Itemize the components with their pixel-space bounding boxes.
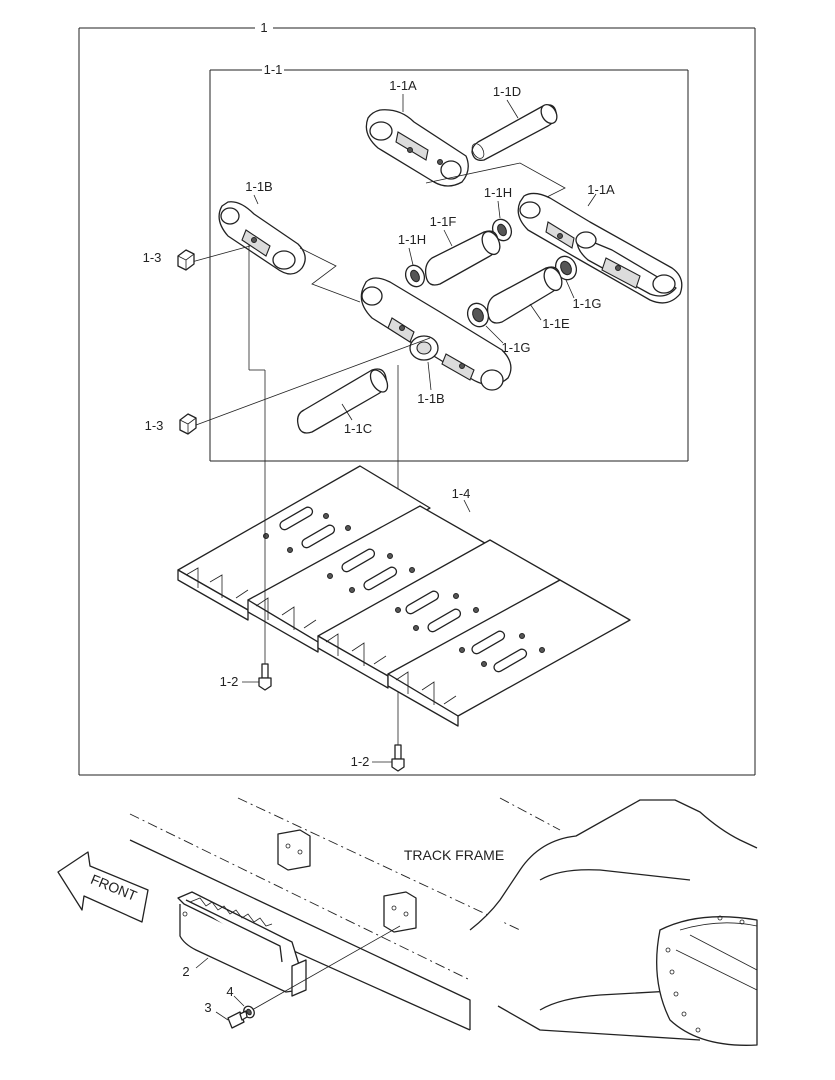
track-shoes-1-4 [177, 465, 631, 727]
link-assembly-frame [209, 69, 689, 462]
label-link-1-1a-right: 1-1A [587, 182, 615, 197]
label-pin-1-1d: 1-1D [493, 84, 521, 99]
bolt-3-washer-4 [227, 925, 401, 1029]
link-1-1b-bottom [360, 277, 512, 391]
nut-1-3-top [177, 249, 195, 271]
seal-1-1h-top [491, 218, 513, 242]
assembly-frame [78, 27, 756, 776]
label-link-1-1a-top: 1-1A [389, 78, 417, 93]
leader-lines-left [248, 245, 361, 371]
label-washer-4: 4 [226, 984, 233, 999]
label-leaders [195, 94, 597, 1021]
label-assembly: 1 [260, 20, 267, 35]
label-track-frame: TRACK FRAME [404, 847, 504, 863]
label-nut-1-3-bottom: 1-3 [145, 418, 164, 433]
label-bolt-3: 3 [204, 1000, 211, 1015]
bushing-1-1e [486, 266, 563, 324]
bolt-1-2-left [242, 370, 272, 691]
label-shoe-1-4: 1-4 [452, 486, 471, 501]
link-1-1a-top [365, 109, 469, 187]
label-link-1-1b-left: 1-1B [245, 179, 272, 194]
label-bolt-1-2-left: 1-2 [220, 674, 239, 689]
label-guard-2: 2 [182, 964, 189, 979]
label-link-assembly: 1-1 [264, 62, 283, 77]
label-bushing-1-1f: 1-1F [430, 214, 457, 229]
seal-1-1g-center [466, 302, 490, 328]
labels: 1 1-1 1-1A 1-1D 1-1B 1-1H 1-1A 1-1F 1-1H… [89, 20, 616, 1015]
link-1-1b-left [218, 201, 306, 275]
seal-1-1h-left [404, 264, 426, 288]
track-frame [129, 797, 758, 1046]
pin-1-1c [296, 368, 389, 434]
label-bolt-1-2-bottom: 1-2 [351, 754, 370, 769]
front-arrow [57, 851, 149, 923]
nut-1-3-bottom [179, 413, 197, 435]
label-nut-1-3-top: 1-3 [143, 250, 162, 265]
guard-2 [177, 891, 307, 997]
label-link-1-1b-bottom: 1-1B [417, 391, 444, 406]
link-1-1a-right [517, 192, 683, 304]
seal-1-1g-right [554, 255, 578, 281]
label-seal-1-1g-right: 1-1G [573, 296, 602, 311]
label-pin-1-1c: 1-1C [344, 421, 372, 436]
label-seal-1-1g-center: 1-1G [502, 340, 531, 355]
bushing-1-1f [424, 230, 501, 286]
label-bushing-1-1e: 1-1E [542, 316, 570, 331]
bolt-1-2-bottom [372, 744, 405, 772]
label-seal-1-1h-left: 1-1H [398, 232, 426, 247]
label-seal-1-1h-top: 1-1H [484, 185, 512, 200]
pin-1-1d [471, 104, 558, 161]
